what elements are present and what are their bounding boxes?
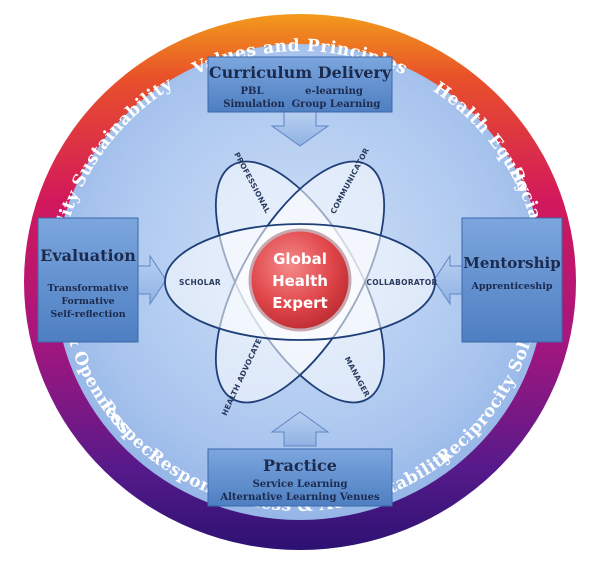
practice-box: Practice Service Learning Alternative Le… xyxy=(207,448,393,507)
arrow-from-curriculum xyxy=(270,111,330,147)
curriculum-delivery-title: Curriculum Delivery xyxy=(209,63,392,82)
arrow-from-evaluation xyxy=(137,254,167,306)
curriculum-elearning: e-learning xyxy=(305,86,363,97)
practice-service-learning: Service Learning xyxy=(253,479,348,490)
evaluation-transformative: Transformative xyxy=(48,283,129,294)
curriculum-pbl: PBL xyxy=(240,86,263,97)
practice-alternative-venues: Alternative Learning Venues xyxy=(219,492,380,503)
evaluation-self-reflection: Self-reflection xyxy=(50,309,125,320)
evaluation-formative: Formative xyxy=(61,296,114,307)
center-line-2: Health xyxy=(272,272,328,290)
petal-label-scholar: SCHOLAR xyxy=(179,278,221,287)
center-line-3: Expert xyxy=(272,294,327,312)
curriculum-simulation: Simulation xyxy=(223,99,285,110)
evaluation-box: Evaluation Transformative Formative Self… xyxy=(37,217,139,343)
petal-label-collaborator: COLLABORATOR xyxy=(366,278,437,287)
curriculum-group-learning: Group Learning xyxy=(292,99,381,110)
evaluation-title: Evaluation xyxy=(40,246,136,265)
arrow-from-practice xyxy=(270,411,330,447)
mentorship-apprenticeship: Apprenticeship xyxy=(471,281,553,292)
mentorship-box: Mentorship Apprenticeship xyxy=(461,217,563,343)
center-circle xyxy=(248,228,352,332)
practice-title: Practice xyxy=(263,456,337,475)
mentorship-title: Mentorship xyxy=(463,254,560,272)
center-line-1: Global xyxy=(273,250,327,268)
curriculum-delivery-box: Curriculum Delivery PBL e-learning Simul… xyxy=(207,56,393,113)
arrow-from-mentorship xyxy=(433,254,463,306)
